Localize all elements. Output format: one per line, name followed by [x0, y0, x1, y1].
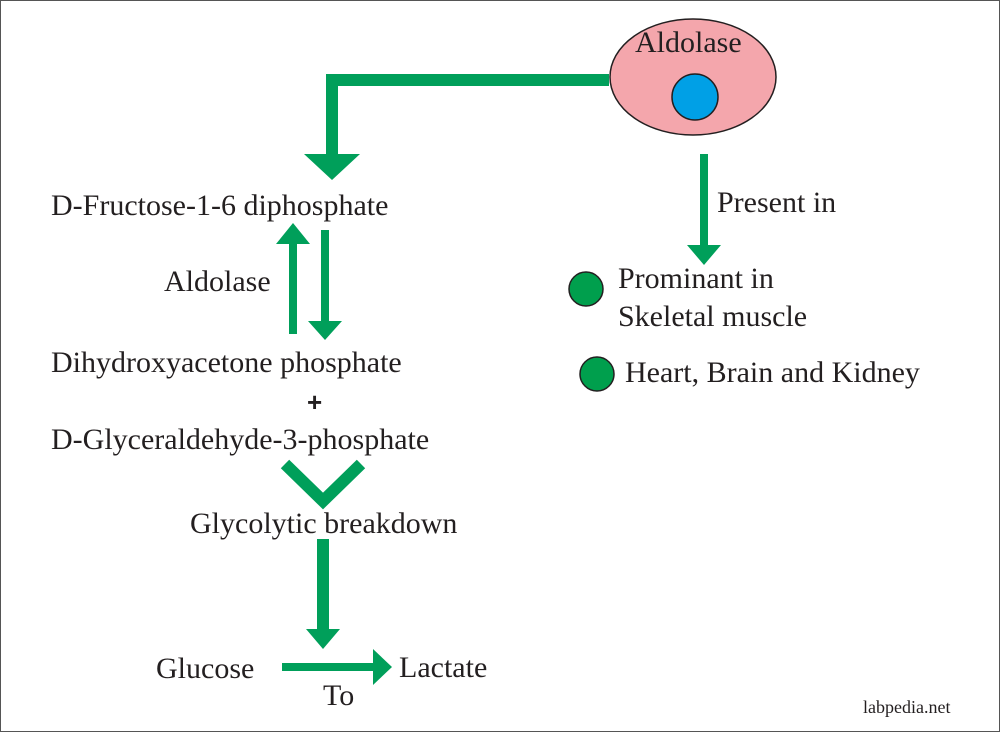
- enzyme-nucleus: [671, 73, 719, 121]
- bullet-1-line-1: Prominant in: [618, 262, 774, 295]
- lactate-label: Lactate: [399, 651, 488, 684]
- bullet-1-line-2: Skeletal muscle: [618, 300, 808, 333]
- forward-arrowhead: [308, 321, 342, 340]
- substrate-arrowhead: [304, 154, 360, 180]
- watermark: labpedia.net: [863, 697, 951, 717]
- plus-sign: +: [307, 387, 323, 417]
- reaction-enzyme-label: Aldolase: [164, 265, 271, 298]
- glucose-label: Glucose: [156, 652, 255, 685]
- product-2-label: D-Glyceraldehyde-3-phosphate: [51, 423, 430, 456]
- to-label: To: [323, 679, 355, 712]
- enzyme-to-substrate-connector: [326, 74, 609, 156]
- bullet-dot-1: [568, 271, 604, 307]
- substrate-label: D-Fructose-1-6 diphosphate: [51, 189, 389, 222]
- merge-chevron: [280, 459, 366, 510]
- breakdown-label: Glycolytic breakdown: [190, 507, 458, 540]
- present-in-label: Present in: [717, 186, 837, 219]
- breakdown-arrowhead: [306, 629, 340, 649]
- reverse-arrowhead: [276, 223, 310, 244]
- product-1-label: Dihydroxyacetone phosphate: [51, 346, 402, 379]
- bullet-dot-2: [579, 356, 615, 392]
- present-in-arrowhead: [687, 245, 721, 265]
- enzyme-label: Aldolase: [635, 26, 742, 59]
- glucose-lactate-arrowhead: [373, 649, 392, 685]
- bullet-2-label: Heart, Brain and Kidney: [625, 356, 920, 389]
